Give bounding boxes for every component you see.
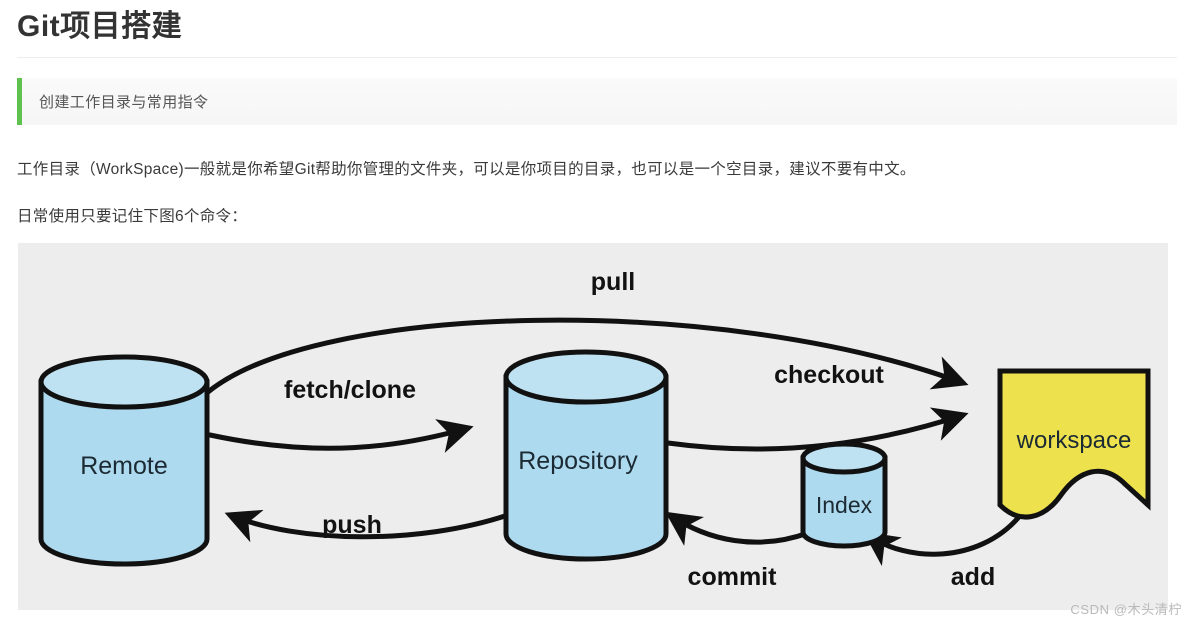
page-title: Git项目搭建 <box>17 10 183 43</box>
edge-add-path <box>863 515 1021 567</box>
paragraph-workspace-description: 工作目录（WorkSpace)一般就是你希望Git帮助你管理的文件夹，可以是你项… <box>17 161 916 178</box>
paragraph-six-commands: 日常使用只要记住下图6个命令： <box>17 208 248 225</box>
node-workspace: workspace <box>997 368 1151 520</box>
node-index-label: Index <box>816 492 873 518</box>
csdn-watermark: CSDN @木头清柠 <box>1070 602 1182 617</box>
node-index: Index <box>800 441 888 549</box>
edge-label-checkout: checkout <box>774 361 884 389</box>
edge-label-commit: commit <box>688 563 778 591</box>
edge-checkout-path <box>665 407 969 452</box>
edge-push-path <box>224 509 511 543</box>
node-remote-top <box>38 354 210 410</box>
node-repository-top <box>503 349 669 405</box>
git-workflow-svg: Remote Repository Index workspace pull f… <box>38 268 1151 591</box>
title-divider <box>17 57 1177 58</box>
node-repository-label: Repository <box>518 447 638 475</box>
edge-pull-path <box>205 317 969 395</box>
edge-label-push: push <box>322 511 382 539</box>
edge-commit-path <box>665 511 811 546</box>
node-remote: Remote <box>38 354 210 567</box>
node-repository-body <box>503 374 669 562</box>
edge-label-fetch-clone: fetch/clone <box>284 376 416 404</box>
node-repository: Repository <box>503 349 669 562</box>
node-remote-body <box>38 379 210 567</box>
node-index-body <box>800 455 888 549</box>
edge-label-pull: pull <box>591 268 635 296</box>
node-index-top <box>800 441 888 475</box>
node-remote-label: Remote <box>80 452 168 480</box>
node-workspace-label: workspace <box>1016 427 1132 454</box>
callout-block: 创建工作目录与常用指令 <box>17 78 1177 125</box>
node-workspace-body <box>997 368 1151 520</box>
edge-label-group: pull fetch/clone push checkout commit ad… <box>284 268 995 591</box>
git-workflow-diagram: Remote Repository Index workspace pull f… <box>18 243 1168 610</box>
callout-text: 创建工作目录与常用指令 <box>39 94 209 111</box>
edge-label-add: add <box>951 563 995 591</box>
edge-group <box>205 317 1021 567</box>
edge-fetch-clone-path <box>207 419 474 453</box>
